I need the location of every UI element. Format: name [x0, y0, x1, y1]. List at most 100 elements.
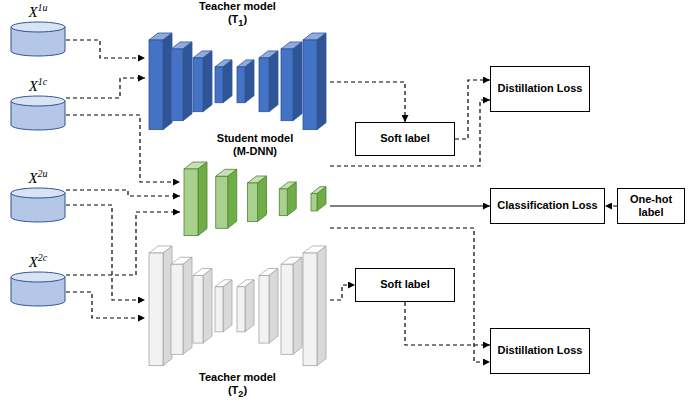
- dashed-arrow: [455, 80, 490, 139]
- dashed-arrow: [66, 40, 145, 58]
- superscript: 2c: [38, 252, 47, 263]
- superscript: 1u: [38, 2, 48, 13]
- dashed-arrow: [330, 228, 490, 362]
- slab-front: [215, 287, 223, 332]
- slab-front: [237, 67, 245, 103]
- variable-letter: X: [29, 254, 38, 270]
- output-box: Soft label: [355, 122, 455, 156]
- slab-front: [279, 189, 287, 216]
- cylinder-top: [11, 272, 65, 282]
- layer-slab: [311, 187, 326, 211]
- node-heading: Teacher model (T1): [198, 0, 278, 29]
- slab-front: [193, 58, 203, 112]
- subscript: 2: [238, 389, 243, 399]
- slab-front: [248, 183, 258, 222]
- text-part: ): [243, 13, 247, 25]
- slab-front: [184, 169, 198, 236]
- layer-slab: [149, 33, 172, 130]
- slab-side: [183, 257, 192, 354]
- node-heading: Teacher model (T2): [198, 371, 278, 400]
- variable-letter: X: [29, 78, 38, 94]
- dashed-arrow: [66, 190, 180, 196]
- superscript: 1c: [38, 76, 47, 87]
- layer-slab: [149, 246, 172, 366]
- dashed-arrow: [66, 292, 145, 318]
- dataset-cylinder: X1u: [10, 2, 66, 56]
- teacher-network: Teacher model (T2): [145, 244, 330, 400]
- layer-slab: [259, 269, 278, 344]
- layer-slab: [303, 246, 326, 366]
- text-part: Teacher model (T: [199, 371, 276, 396]
- box-label: Distillation Loss: [498, 82, 583, 95]
- cylinder-symbol: [10, 272, 66, 306]
- slab-side: [317, 187, 326, 211]
- node-heading: X1c: [10, 76, 66, 95]
- slab-side: [293, 257, 302, 354]
- slab-front: [303, 40, 317, 130]
- slab-front: [303, 253, 317, 366]
- layer-slab: [171, 42, 192, 121]
- layer-slab: [193, 269, 212, 344]
- layer-slab: [237, 60, 254, 103]
- slab-front: [215, 67, 223, 103]
- slab-front: [149, 40, 163, 130]
- slab-side: [317, 33, 326, 130]
- cylinder-symbol: [10, 22, 66, 56]
- slab-side: [293, 42, 302, 121]
- variable-letter: X: [28, 170, 37, 186]
- layer-slab: [171, 257, 192, 354]
- slab-side: [258, 176, 267, 222]
- slab-front: [216, 177, 228, 229]
- dashed-arrow: [66, 205, 145, 300]
- layer-slab: [215, 280, 232, 332]
- slab-side: [287, 182, 296, 216]
- cylinder-symbol: [10, 188, 66, 222]
- subscript: 1: [238, 18, 243, 28]
- teacher-network: Teacher model (T1): [145, 0, 330, 132]
- output-box: Soft label: [355, 268, 455, 302]
- slab-side: [223, 280, 232, 332]
- slab-side: [203, 51, 212, 112]
- node-heading: X2c: [10, 252, 66, 271]
- node-heading: X2u: [10, 168, 66, 187]
- loss-box: Distillation Loss: [490, 328, 590, 374]
- slab-side: [245, 60, 254, 103]
- layer-slab: [281, 42, 302, 121]
- slab-side: [183, 42, 192, 121]
- layer-slab: [248, 176, 267, 222]
- dashed-arrow: [330, 82, 405, 122]
- slab-front: [311, 194, 317, 211]
- dashed-arrow: [405, 302, 490, 345]
- solid-arrow: [330, 205, 490, 206]
- loss-box: Classification Loss: [490, 188, 605, 224]
- loss-box: Distillation Loss: [490, 66, 590, 112]
- text-part: ): [243, 384, 247, 396]
- dataset-cylinder: X2c: [10, 252, 66, 306]
- layer-slab: [237, 280, 254, 332]
- cylinder-top: [11, 22, 65, 32]
- layer-slab: [303, 33, 326, 130]
- slab-front: [281, 49, 293, 121]
- network-illustration: [145, 244, 330, 368]
- node-heading: Student model (M-DNN): [208, 132, 303, 158]
- dataset-cylinder: X2u: [10, 168, 66, 222]
- slab-front: [149, 253, 163, 366]
- box-label: Classification Loss: [497, 199, 597, 212]
- slab-front: [193, 276, 203, 344]
- layer-slab: [193, 51, 212, 112]
- layer-slab: [259, 51, 278, 112]
- slab-front: [281, 264, 293, 354]
- variable-letter: X: [28, 4, 37, 20]
- network-illustration: [145, 31, 330, 132]
- dashed-arrow: [605, 205, 617, 206]
- slab-side: [269, 51, 278, 112]
- layer-slab: [215, 60, 232, 103]
- dashed-arrow: [330, 285, 355, 300]
- slab-side: [245, 280, 254, 332]
- box-label: Soft label: [380, 132, 430, 145]
- dashed-arrow: [330, 100, 490, 166]
- layer-slab: [281, 257, 302, 354]
- superscript: 2u: [38, 168, 48, 179]
- text-part: Teacher model (T: [199, 0, 276, 25]
